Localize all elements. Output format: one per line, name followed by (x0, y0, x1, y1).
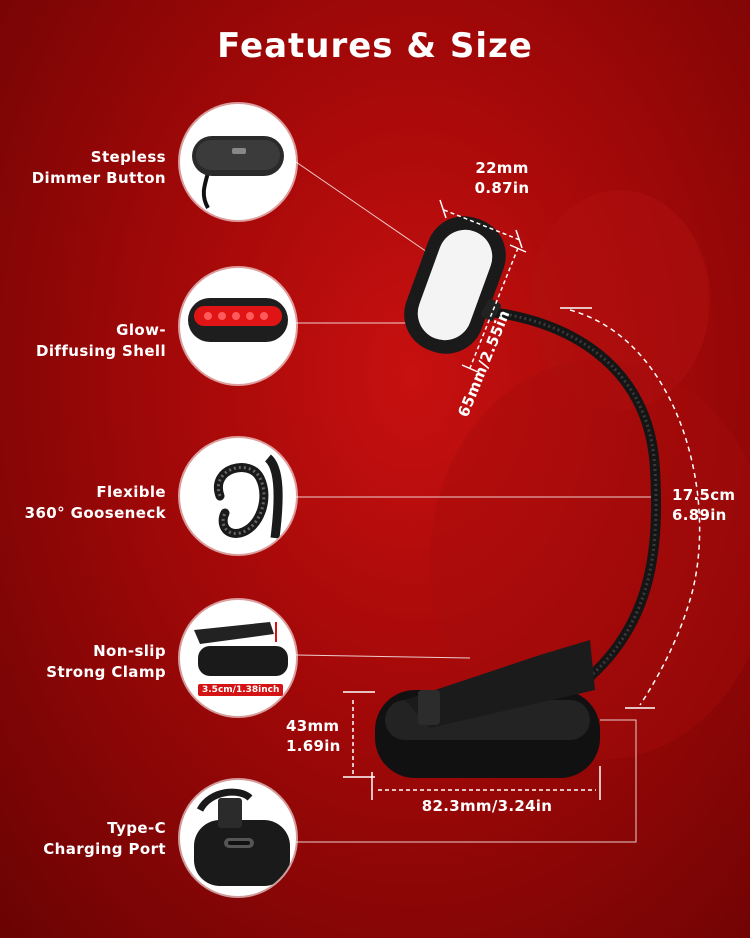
feature-line: Diffusing Shell (36, 342, 166, 360)
feature-line: Strong Clamp (46, 663, 166, 681)
feature-line: Dimmer Button (31, 169, 166, 187)
dim-text: 6.89in (672, 506, 727, 524)
dim-text: 22mm (475, 159, 529, 177)
diffusing-shell-icon (180, 268, 296, 384)
dim-text: 0.87in (474, 179, 530, 197)
dim-text: 82.3mm/3.24in (421, 797, 553, 815)
feature-line: Non-slip (93, 642, 166, 660)
base-width-label: 82.3mm/3.24in (412, 796, 562, 816)
head-width-label: 22mm 0.87in (468, 158, 536, 198)
feature-line: Charging Port (43, 840, 166, 858)
feature-gooseneck-label: Flexible 360° Gooseneck (0, 482, 166, 524)
feature-line: Glow- (116, 321, 166, 339)
feature-line: Type-C (107, 819, 166, 837)
head-length-label: 65mm/2.55in (453, 292, 520, 420)
clamp-size-tag: 3.5cm/1.38inch (198, 684, 284, 696)
feature-clamp-label: Non-slip Strong Clamp (0, 641, 166, 683)
feature-dimmer-label: Stepless Dimmer Button (0, 147, 166, 189)
usb-c-port-icon (180, 780, 296, 896)
feature-line: 360° Gooseneck (24, 504, 166, 522)
feature-port-label: Type-C Charging Port (0, 818, 166, 860)
dim-text: 65mm/2.55in (454, 307, 514, 420)
clamp-icon (180, 600, 296, 716)
feature-line: Flexible (96, 483, 166, 501)
base-height-label: 43mm 1.69in (286, 716, 350, 756)
dim-text: 43mm (286, 717, 340, 735)
feature-shell-label: Glow- Diffusing Shell (0, 320, 166, 362)
dim-text: 1.69in (286, 737, 341, 755)
gooseneck-icon (180, 438, 296, 554)
feature-line: Stepless (90, 148, 166, 166)
dim-text: 17.5cm (672, 486, 736, 504)
page-title: Features & Size (217, 26, 533, 66)
dimmer-button-icon (180, 104, 296, 220)
neck-length-label: 17.5cm 6.89in (672, 485, 742, 525)
